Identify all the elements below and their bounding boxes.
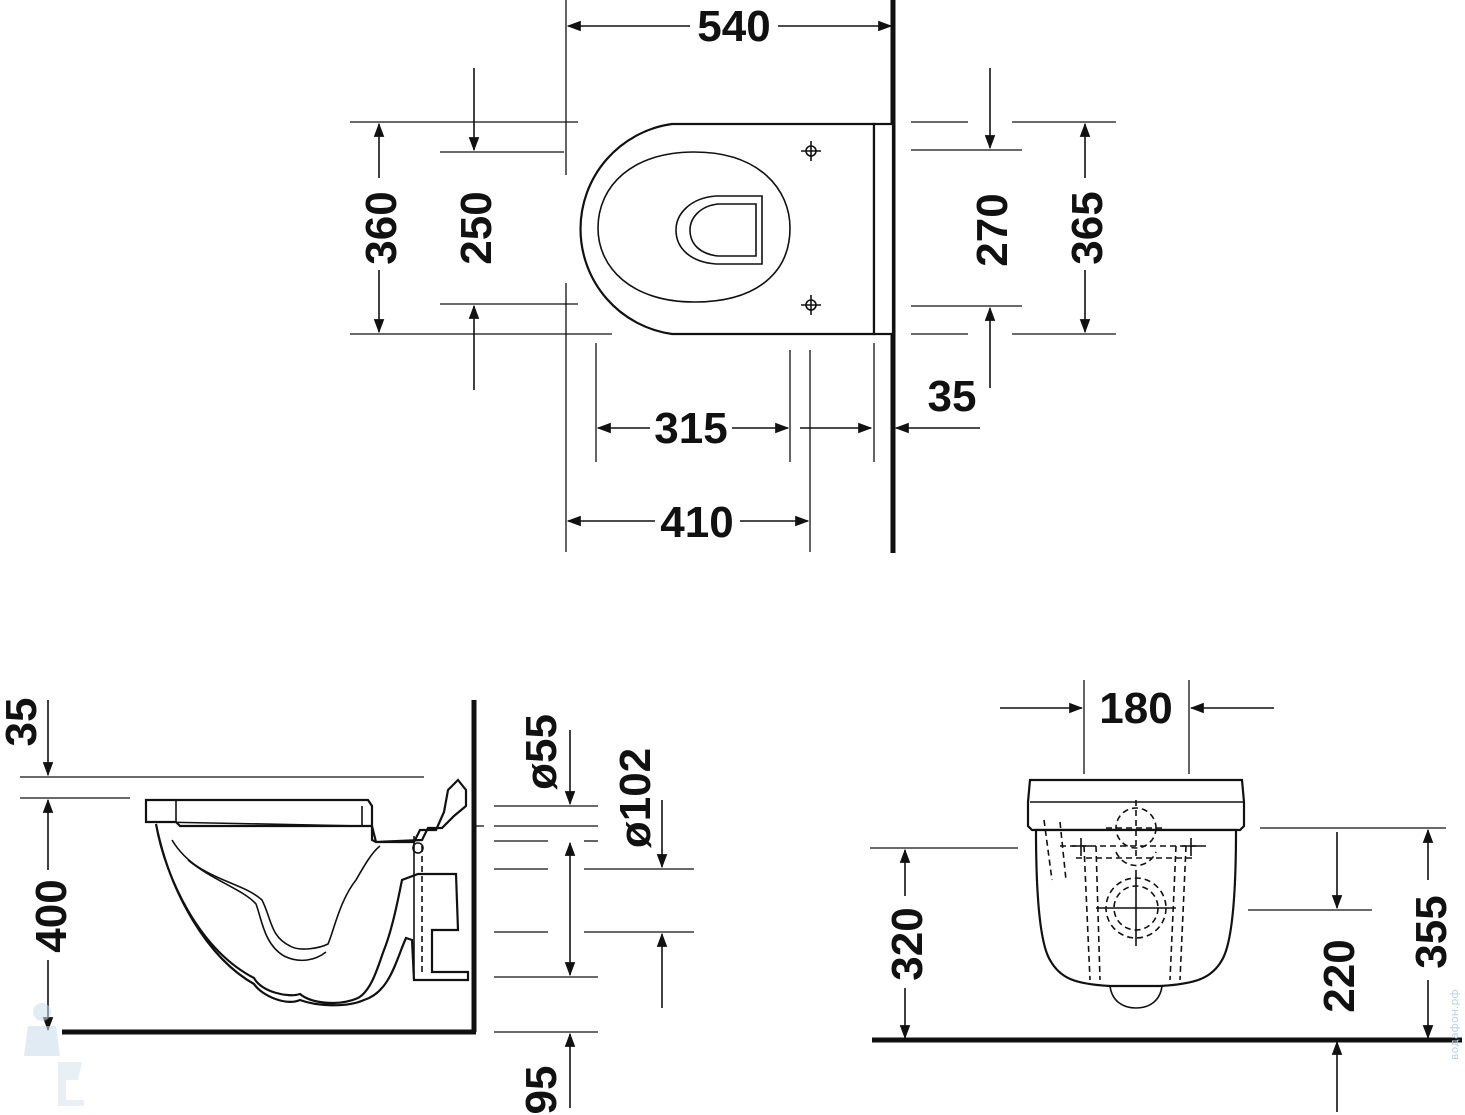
dim-inlet-diameter: ø55 [517,714,566,790]
top-view: 540 360 250 270 365 35 315 410 [350,0,1116,553]
bowl-outline-top [579,122,876,336]
dim-rim-thickness: 35 [0,698,46,747]
dim-bowl-to-fixing: 410 [660,498,733,547]
hidden-fixing-parts [1043,800,1210,981]
dim-width-outer-right: 365 [1063,191,1112,264]
plumber-logo-icon [24,1003,84,1106]
dim-width-inner-right: 270 [968,193,1017,266]
dim-top-height: 355 [1407,895,1456,968]
dim-outlet-diameter: ø102 [611,748,660,848]
inner-rim [597,151,791,303]
dim-outlet-height-front: 220 [1315,939,1364,1012]
dim-width-inner-left: 250 [452,191,501,264]
watermark: водафон.рф [1448,989,1461,1060]
dim-length: 540 [697,2,770,51]
dim-height: 400 [27,879,76,952]
side-view: 35 400 ø55 ø102 95 [0,698,694,1115]
fixing-hole-icon [801,295,821,315]
outlet-opening [675,195,763,265]
seat-side [144,778,468,844]
dim-width-outer-left: 360 [357,191,406,264]
dim-fixing-spacing: 180 [1099,684,1172,733]
front-view: 180 320 220 355 водафон.рф [870,680,1462,1112]
fixing-hole-icon [801,141,821,161]
dim-wall-gap: 35 [928,372,977,421]
bowl-side [154,823,470,1007]
dim-fixing-to-wall: 315 [654,404,727,453]
dim-bowl-height: 320 [883,907,932,980]
dim-outlet-height: 95 [517,1066,566,1115]
wall-flange [872,122,895,336]
